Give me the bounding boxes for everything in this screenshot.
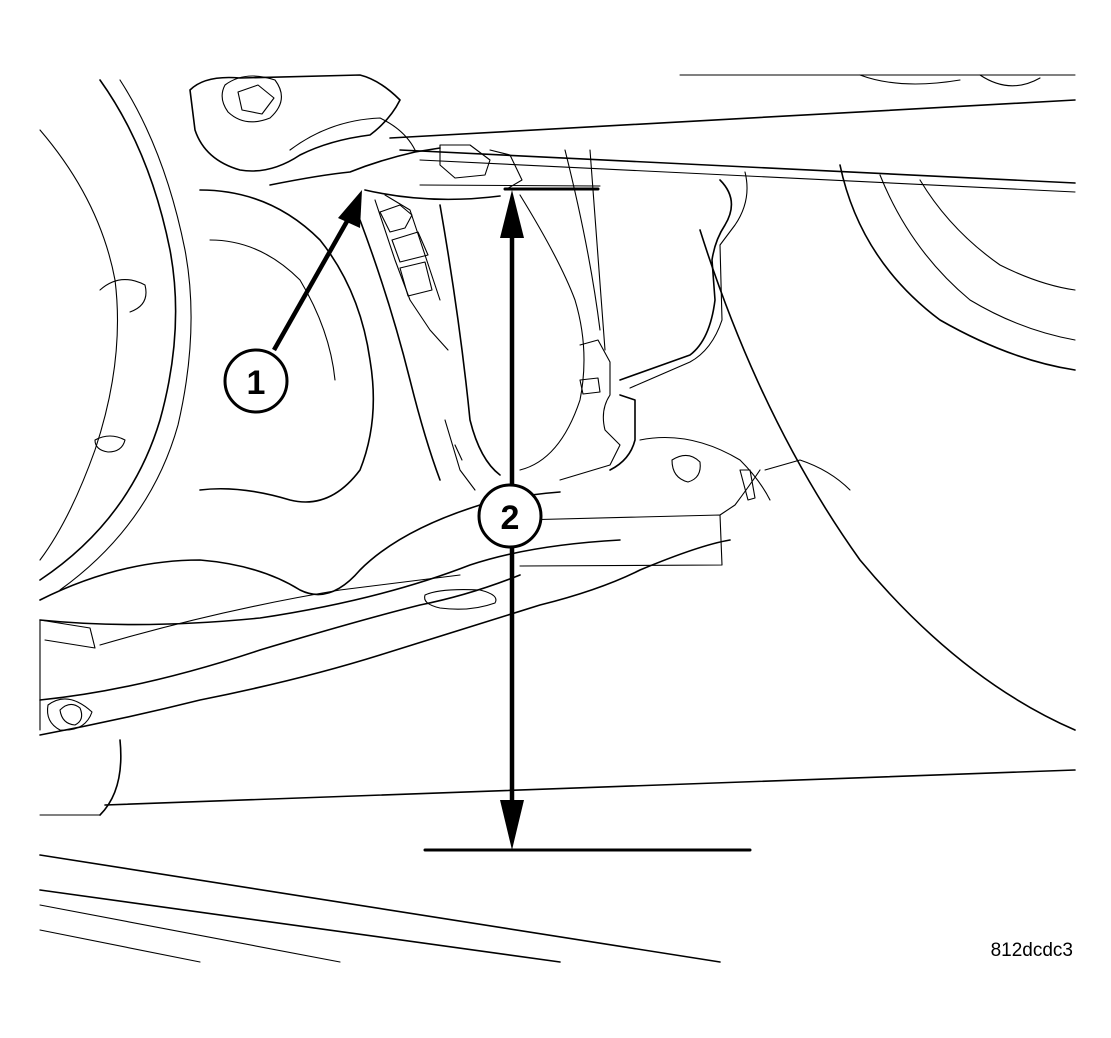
callout-2-number: 2 (501, 499, 520, 537)
strut-assembly (359, 149, 606, 491)
arrow-up-head (500, 190, 524, 238)
body-frame-rail (389, 74, 1076, 193)
left-body-panel (39, 79, 375, 591)
lower-control-arm (39, 436, 851, 736)
arrow-down-head (500, 800, 524, 850)
callout-1-leader (272, 190, 362, 352)
upper-mount (189, 74, 601, 191)
callout-1: 1 (223, 348, 289, 414)
leader-arrow-head (338, 190, 362, 228)
wheel-well (559, 164, 1076, 731)
callout-1-number: 1 (247, 364, 266, 402)
figure-id-label: 812dcdc3 (990, 940, 1073, 961)
measurement-reference (423, 187, 752, 852)
callout-2: 2 (477, 483, 543, 549)
ground-lines (39, 739, 1076, 963)
